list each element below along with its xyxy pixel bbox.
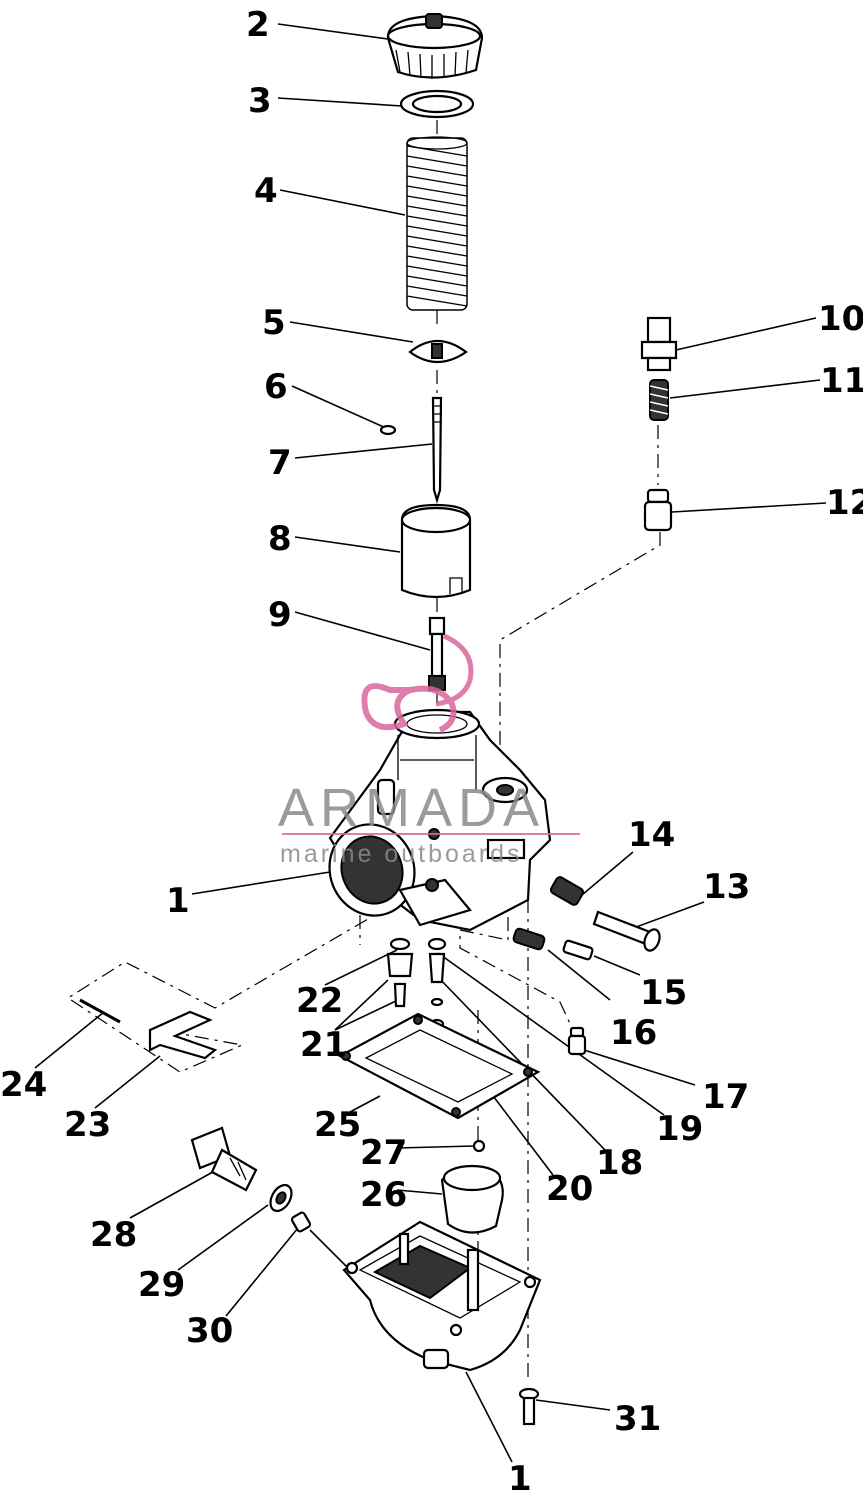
callout-31: 31 xyxy=(614,1399,661,1439)
part-7-jet-needle xyxy=(431,396,443,504)
part-30-drain-screw xyxy=(290,1211,312,1233)
part-10-pilot-air-screw-holder xyxy=(640,316,678,372)
callout-16: 16 xyxy=(610,1013,657,1053)
part-14-spring xyxy=(549,876,585,906)
armada-logo-icon xyxy=(361,633,474,733)
callout-4: 4 xyxy=(254,171,278,211)
callout-21: 21 xyxy=(300,1025,347,1065)
callout-1-body: 1 xyxy=(166,881,190,921)
part-9-needle-jet xyxy=(428,616,446,691)
part-5-needle-retainer-plate xyxy=(408,340,468,363)
callout-1-float-chamber: 1 xyxy=(508,1459,532,1494)
part-1-float-chamber xyxy=(342,1220,542,1372)
callout-19: 19 xyxy=(656,1109,703,1149)
part-15-pilot-air-screw xyxy=(562,939,594,961)
callout-15: 15 xyxy=(640,973,687,1013)
callout-22: 22 xyxy=(296,981,343,1021)
part-6-needle-clip xyxy=(379,424,397,436)
callout-10: 10 xyxy=(818,299,863,339)
part-2-mixing-chamber-cap xyxy=(386,13,484,79)
part-17-plug xyxy=(567,1026,587,1056)
watermark-brand: ARMADA xyxy=(278,778,545,838)
callout-7: 7 xyxy=(268,443,292,483)
callout-20: 20 xyxy=(546,1169,593,1209)
part-1-carburetor-body xyxy=(328,708,552,932)
part-26-float xyxy=(440,1164,504,1234)
part-29-washer xyxy=(269,1183,293,1213)
callout-23: 23 xyxy=(64,1105,111,1145)
callout-6: 6 xyxy=(264,367,288,407)
callout-27: 27 xyxy=(360,1133,407,1173)
callout-13: 13 xyxy=(703,867,750,907)
callout-14: 14 xyxy=(628,815,675,855)
callout-8: 8 xyxy=(268,519,292,559)
part-22-main-jet-holder xyxy=(386,937,414,978)
callout-28: 28 xyxy=(90,1215,137,1255)
part-16-spring xyxy=(512,927,546,951)
callout-3: 3 xyxy=(248,81,272,121)
part-11-spring xyxy=(649,379,669,421)
part-31-screw xyxy=(518,1387,540,1426)
callout-labels: 2 3 4 5 6 7 8 9 10 11 12 1 14 13 15 16 2… xyxy=(0,5,863,1494)
callout-25: 25 xyxy=(314,1105,361,1145)
watermark-tagline: marine outboards xyxy=(280,840,523,868)
callout-2: 2 xyxy=(246,5,270,45)
part-23-float-arm xyxy=(148,1010,218,1060)
part-8-throttle-valve xyxy=(400,503,472,599)
callout-30: 30 xyxy=(186,1311,233,1351)
part-24-float-arm-pin xyxy=(79,998,121,1024)
part-13-throttle-stop-screw xyxy=(592,910,661,952)
part-4-throttle-valve-spring xyxy=(406,136,468,311)
callout-9: 9 xyxy=(268,595,292,635)
callout-11: 11 xyxy=(820,361,863,401)
part-25-float-chamber-gasket xyxy=(337,1012,541,1120)
part-27-float-valve xyxy=(472,1139,486,1153)
callout-18: 18 xyxy=(596,1143,643,1183)
callout-24: 24 xyxy=(0,1065,47,1105)
part-18-19-20-pilot-jet-set xyxy=(427,937,447,1030)
part-3-washer xyxy=(399,89,475,119)
part-12-plug xyxy=(643,488,673,532)
callout-5: 5 xyxy=(262,303,286,343)
armada-watermark: ARMADA marine outboards xyxy=(278,633,580,868)
callout-29: 29 xyxy=(138,1265,185,1305)
callout-17: 17 xyxy=(702,1077,749,1117)
part-21-jets xyxy=(393,982,407,1008)
callout-26: 26 xyxy=(360,1175,407,1215)
callout-12: 12 xyxy=(826,483,863,523)
part-28-drain-bolt xyxy=(190,1126,258,1192)
